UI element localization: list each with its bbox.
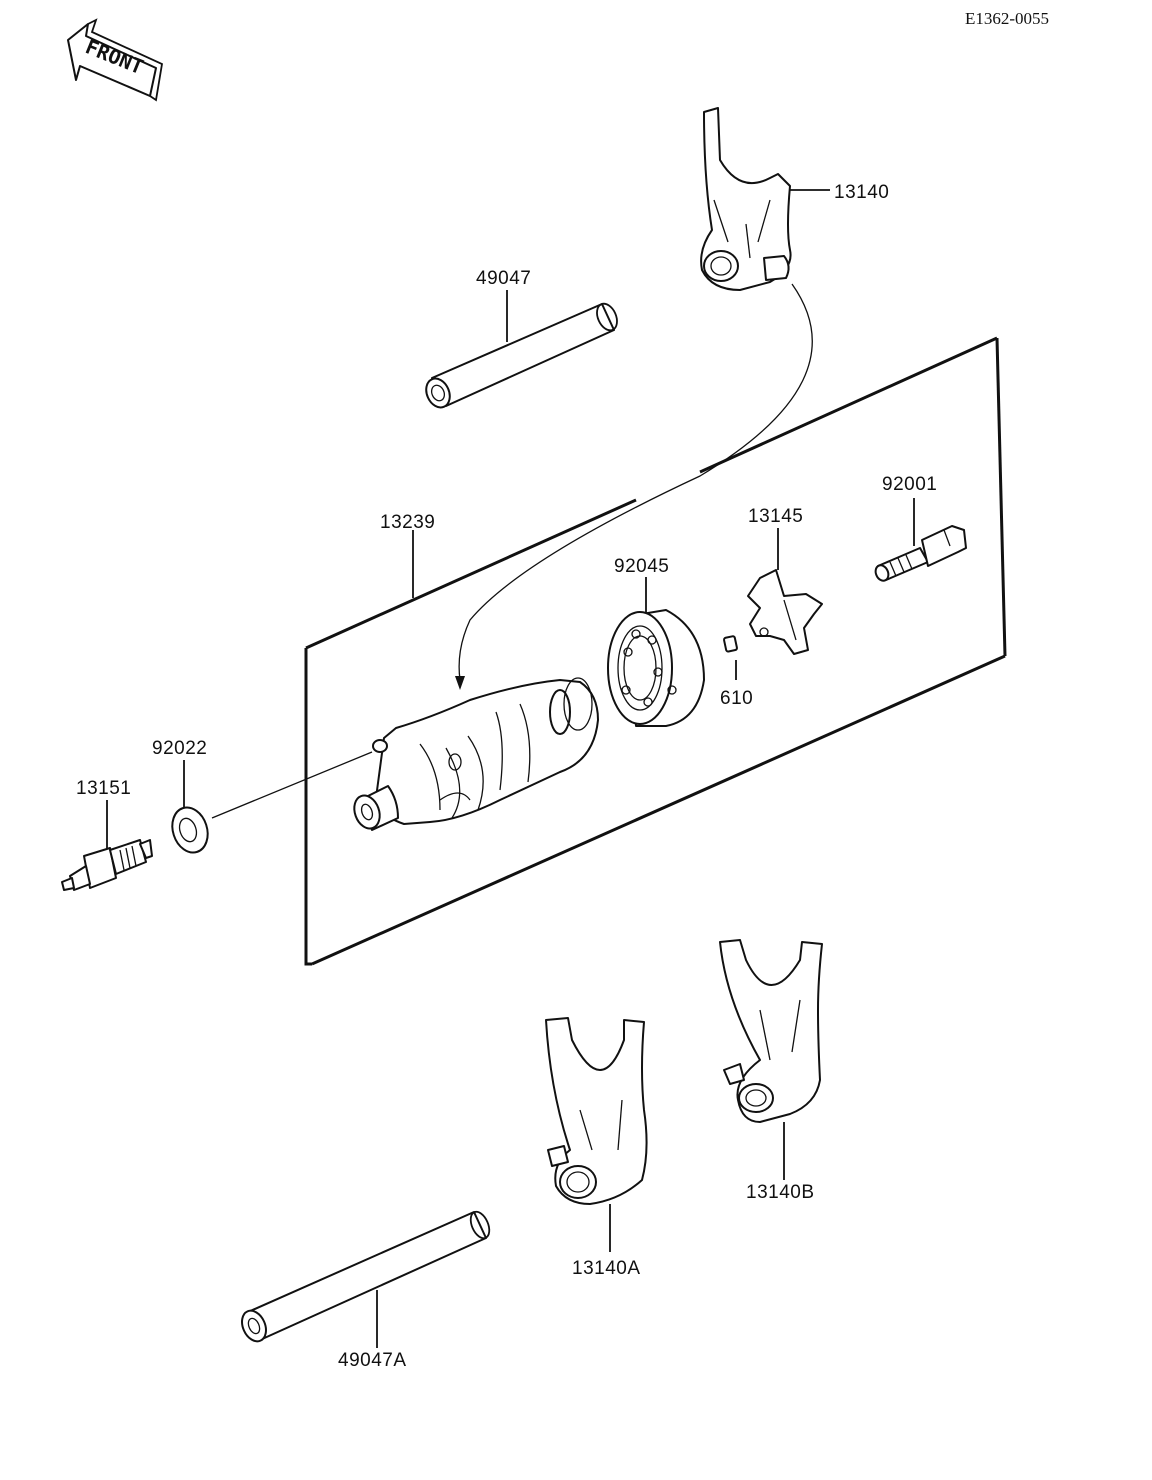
shaft-49047A: [241, 1210, 491, 1343]
front-arrow-icon: FRONT: [67, 18, 164, 102]
bearing-92045: [607, 609, 705, 727]
cam-plate-13145: [747, 569, 823, 655]
part-label-610: 610: [720, 688, 753, 709]
shift-fork-13140: [700, 107, 792, 291]
shift-fork-13140A: [545, 1017, 648, 1205]
pin-610: [723, 635, 738, 653]
part-label-13140B: 13140B: [746, 1182, 815, 1203]
part-label-92001: 92001: [882, 474, 937, 495]
assembly-frame: [304, 336, 1007, 966]
part-label-13151: 13151: [76, 778, 131, 799]
washer-92022: [171, 806, 209, 854]
part-label-92022: 92022: [152, 738, 207, 759]
part-label-13239: 13239: [380, 512, 435, 533]
part-label-49047A: 49047A: [338, 1350, 407, 1371]
shift-fork-13140B: [719, 939, 823, 1123]
shaft-49047: [425, 302, 618, 409]
part-label-49047: 49047: [476, 268, 531, 289]
neutral-switch-13151: [61, 839, 153, 891]
part-label-13140A: 13140A: [572, 1258, 641, 1279]
part-label-92045: 92045: [614, 556, 669, 577]
bolt-92001: [874, 525, 967, 582]
part-label-13140: 13140: [834, 182, 889, 203]
shift-drum-13239: [353, 677, 599, 831]
drawing-code: E1362-0055: [965, 9, 1049, 28]
part-label-13145: 13145: [748, 506, 803, 527]
